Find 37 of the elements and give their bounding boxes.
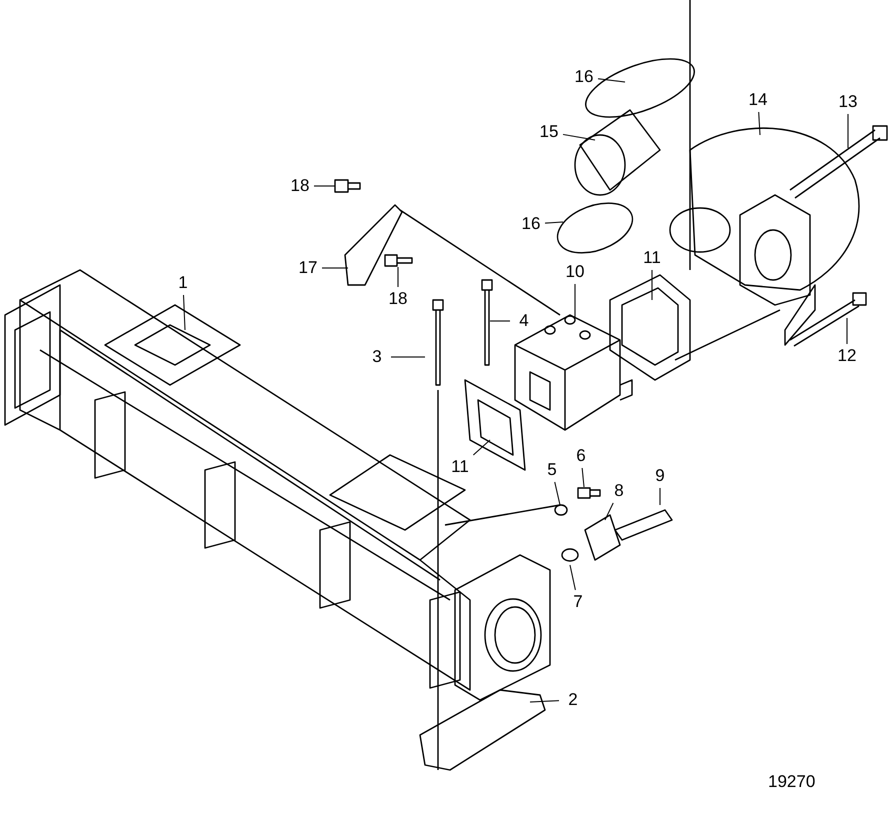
callout-number: 4 — [512, 311, 536, 331]
callout-number: 14 — [746, 90, 770, 110]
callout-number: 17 — [296, 258, 320, 278]
callout-number: 11 — [640, 248, 664, 268]
leader-line — [562, 134, 596, 140]
leader-line — [758, 112, 760, 136]
callout-number: 2 — [561, 690, 585, 710]
leader-line — [554, 482, 560, 506]
callout-number: 8 — [607, 481, 631, 501]
leader-line — [183, 294, 186, 330]
callout-number: 15 — [537, 122, 561, 142]
callout-number: 1 — [171, 273, 195, 293]
callout-number: 16 — [519, 214, 543, 234]
leader-line — [604, 502, 614, 520]
leader-line — [490, 320, 510, 322]
callout-number: 3 — [365, 347, 389, 367]
leader-line — [544, 222, 564, 224]
leader-line — [570, 564, 576, 590]
callout-number: 18 — [288, 176, 312, 196]
callout-number: 6 — [569, 446, 593, 466]
drawing-number: 19270 — [768, 772, 816, 792]
callout-number: 7 — [566, 592, 590, 612]
leader-line — [390, 356, 426, 358]
callout-number: 11 — [448, 457, 472, 477]
leader-line — [530, 700, 560, 702]
leader-line — [472, 440, 490, 456]
callout-number: 16 — [572, 67, 596, 87]
leader-line — [846, 318, 848, 344]
leader-line — [598, 78, 626, 82]
callout-number: 12 — [835, 346, 859, 366]
callout-number: 18 — [386, 289, 410, 309]
leader-line — [574, 284, 576, 318]
callout-number: 10 — [563, 262, 587, 282]
callout-number: 13 — [836, 92, 860, 112]
callout-number: 9 — [648, 466, 672, 486]
leader-line — [582, 468, 584, 488]
callout-number: 5 — [540, 460, 564, 480]
